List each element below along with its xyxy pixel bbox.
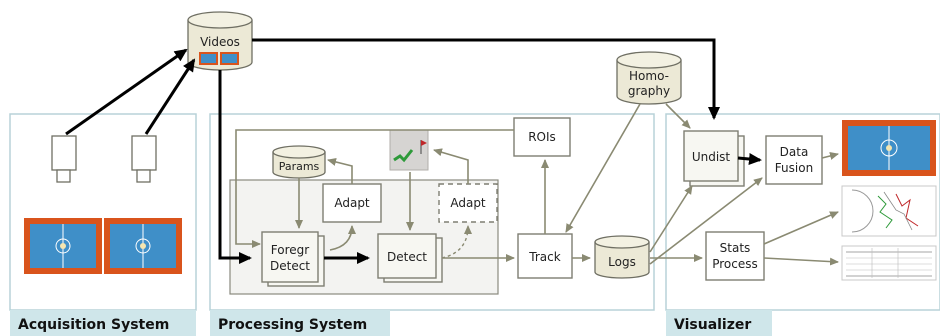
- foreground-to-adapt-arrow: [329, 225, 356, 251]
- homography-to-track-arrow: [565, 103, 641, 233]
- homography-to-undist-arrow: [665, 103, 691, 129]
- acquisition-title: Acquisition System: [18, 317, 169, 333]
- logs-to-undist-arrow: [649, 185, 693, 253]
- logs-to-fusion-arrow: [649, 177, 763, 265]
- videos-database: Videos: [187, 11, 253, 71]
- adapt-right-label: Adapt: [450, 196, 486, 210]
- homography-database: Homo- graphy: [616, 51, 682, 105]
- acquisition-panel: Acquisition System: [9, 113, 197, 336]
- court-thumbnail-left: [24, 218, 102, 274]
- stats-to-plot-arrow: [763, 211, 839, 245]
- fusion-to-court-arrow: [821, 152, 839, 160]
- visualizer-title: Visualizer: [674, 317, 751, 333]
- detect-box: Detect: [377, 233, 443, 283]
- track-label: Track: [528, 250, 560, 264]
- camera-icon: [131, 135, 157, 183]
- homography-label-1: Homo-: [629, 69, 669, 83]
- data-fusion-box: Data Fusion: [765, 135, 823, 185]
- trajectory-plot-thumbnail: [841, 185, 937, 237]
- logs-database: Logs: [594, 235, 650, 279]
- adapt-box-left: Adapt: [322, 183, 382, 223]
- rois-box: ROIs: [513, 117, 571, 157]
- undist-to-fusion-arrow: [737, 153, 762, 165]
- stats-table-thumbnail: [841, 245, 937, 281]
- data-fusion-label-1: Data: [780, 145, 809, 159]
- rois-label: ROIs: [528, 130, 556, 144]
- camera-to-videos-arrow: [65, 48, 188, 136]
- foreground-detect-label-1: Foregr: [271, 243, 309, 257]
- stats-process-box: Stats Process: [705, 231, 765, 281]
- adapt-to-params-arrow: [327, 158, 353, 184]
- roi-mask-icon: [389, 129, 429, 171]
- adapt-left-label: Adapt: [334, 196, 370, 210]
- homography-label-2: graphy: [628, 84, 670, 98]
- court-thumbnail-right: [104, 218, 182, 274]
- court-output-thumbnail: [842, 120, 936, 176]
- foreground-detect-box: Foregr Detect: [261, 231, 325, 287]
- undist-box: Undist: [683, 130, 745, 187]
- params-database: Params: [272, 145, 326, 179]
- params-label: Params: [279, 160, 320, 173]
- adapt-box-right: Adapt: [438, 183, 498, 223]
- rois-to-foreground-arrow: [235, 129, 514, 248]
- adapt-to-mask-arrow: [433, 148, 469, 184]
- camera-icon: [51, 135, 77, 183]
- videos-to-foreground-arrow: [218, 70, 252, 264]
- detect-label: Detect: [387, 250, 427, 264]
- camera-to-videos-arrow: [144, 58, 196, 135]
- videos-to-undist-arrow: [252, 38, 720, 120]
- videos-label: Videos: [200, 35, 240, 49]
- stats-process-label-2: Process: [712, 257, 758, 271]
- data-fusion-label-2: Fusion: [775, 161, 813, 175]
- stats-to-table-arrow: [763, 257, 839, 266]
- processing-title: Processing System: [218, 317, 367, 333]
- stats-process-label-1: Stats: [720, 241, 751, 255]
- undist-label: Undist: [692, 150, 731, 164]
- foreground-detect-label-2: Detect: [270, 259, 310, 273]
- logs-label: Logs: [608, 255, 636, 269]
- track-box: Track: [517, 233, 573, 279]
